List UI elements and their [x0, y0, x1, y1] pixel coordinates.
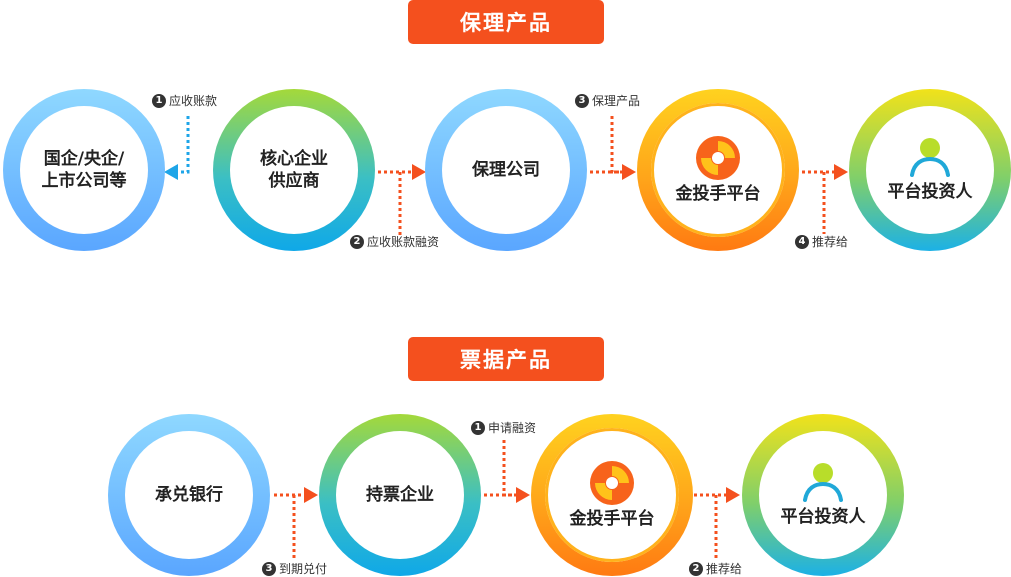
node-label-line1: 国企/央企/ — [43, 149, 125, 169]
node-label: 金投手平台 — [569, 509, 655, 529]
node-label: 平台投资人 — [887, 182, 973, 202]
node-jintoushou-platform: 金投手平台 — [637, 89, 799, 251]
step-2-receivables-financing: 2 应收账款融资 — [350, 233, 439, 250]
node-factoring-company: 保理公司 — [425, 89, 587, 251]
factoring-title: 保理产品 — [408, 0, 604, 44]
step-number: 2 — [350, 234, 364, 249]
step-1-apply-financing: 1 申请融资 — [471, 419, 536, 436]
node-label: 承兑银行 — [155, 485, 223, 505]
step-number: 1 — [471, 420, 485, 435]
step-label: 应收账款融资 — [367, 235, 440, 249]
step-2-recommend: 2 推荐给 — [689, 560, 742, 577]
node-label: 平台投资人 — [780, 507, 866, 527]
step-number: 2 — [689, 561, 703, 576]
arrow-step1 — [176, 116, 190, 174]
node-label: 金投手平台 — [675, 184, 761, 204]
node-core-supplier: 核心企业 供应商 — [213, 89, 375, 251]
step-label: 推荐给 — [812, 235, 849, 249]
step-4-recommend: 4 推荐给 — [795, 233, 848, 250]
step-number: 3 — [262, 561, 276, 576]
jintoushou-logo-icon — [696, 136, 740, 180]
node-label: 保理公司 — [472, 160, 540, 180]
step-number: 4 — [795, 234, 809, 249]
node-label-line1: 核心企业 — [260, 149, 328, 169]
investor-person-icon — [803, 463, 843, 502]
step-label: 应收账款 — [169, 94, 218, 108]
investor-person-icon — [910, 138, 950, 177]
step-3-maturity-payment: 3 到期兑付 — [262, 560, 327, 577]
node-label-line2: 上市公司等 — [41, 171, 127, 191]
node-jintoushou-platform-2: 金投手平台 — [531, 414, 693, 576]
step-3-factoring-product: 3 保理产品 — [575, 92, 640, 109]
step-label: 保理产品 — [592, 94, 641, 108]
bill-title: 票据产品 — [408, 337, 604, 381]
node-label-line2: 供应商 — [268, 171, 320, 191]
step-label: 推荐给 — [706, 562, 743, 576]
jintoushou-logo-icon — [590, 461, 634, 505]
node-label: 持票企业 — [366, 485, 434, 505]
step-label: 申请融资 — [488, 421, 537, 435]
step-number: 3 — [575, 93, 589, 108]
node-state-enterprise: 国企/央企/ 上市公司等 — [3, 89, 165, 251]
step-number: 1 — [152, 93, 166, 108]
node-bill-holder: 持票企业 — [319, 414, 481, 576]
node-platform-investor-2: 平台投资人 — [742, 414, 904, 576]
node-accepting-bank: 承兑银行 — [108, 414, 270, 576]
step-1-receivables: 1 应收账款 — [152, 92, 217, 109]
node-platform-investor: 平台投资人 — [849, 89, 1011, 251]
step-label: 到期兑付 — [279, 562, 328, 576]
